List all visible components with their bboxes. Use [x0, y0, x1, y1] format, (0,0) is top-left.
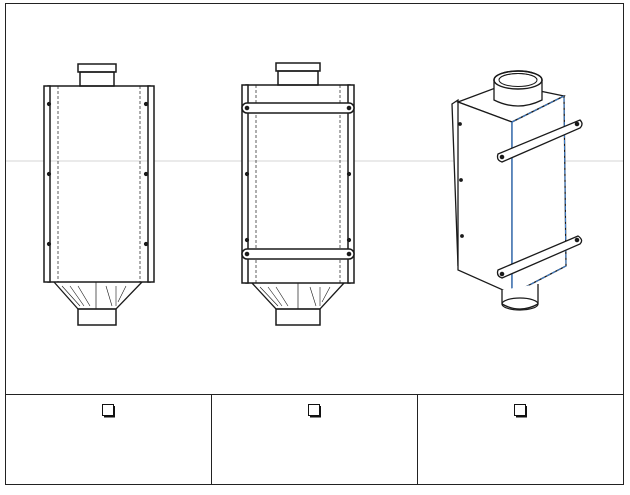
hopper-strap-view-drawing[interactable] [241, 62, 355, 326]
checkbox-icon[interactable] [513, 404, 528, 418]
selection-cell-straps [211, 395, 417, 484]
checkbox-icon[interactable] [307, 404, 322, 418]
selection-row [6, 395, 623, 484]
drawing-sheet-frame [5, 3, 624, 485]
checkbox-icon[interactable] [101, 404, 116, 418]
selection-cell-front [6, 395, 211, 484]
hopper-front-view-drawing[interactable] [43, 63, 155, 326]
hopper-isometric-drawing[interactable] [451, 70, 583, 311]
table-divider [6, 394, 623, 395]
drawing-canvas [6, 62, 623, 326]
drawing-area [6, 4, 623, 394]
selection-cell-isometric [417, 395, 623, 484]
